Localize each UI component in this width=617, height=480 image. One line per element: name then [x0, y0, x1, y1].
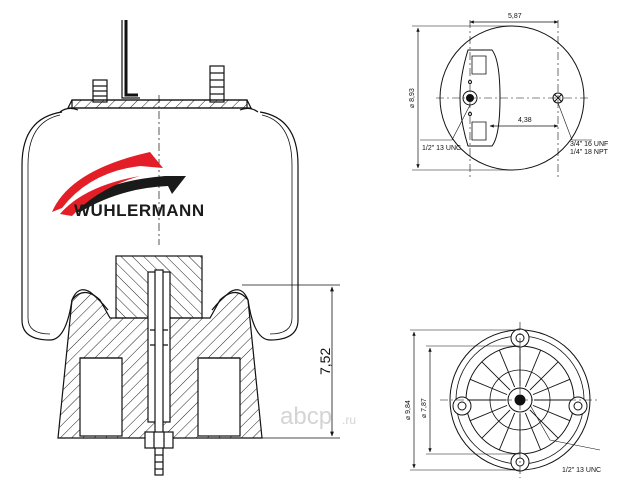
bottom-view: [410, 322, 601, 478]
top-right-callout-2: 1/4" 18 NPT: [570, 149, 609, 156]
center-bolt: [144, 269, 174, 476]
brand-name: WUHLERMANN: [74, 201, 205, 220]
bottom-rib: [498, 349, 516, 388]
side-view: [21, 20, 340, 476]
brand-swoosh-black: [68, 176, 186, 212]
bottom-rib: [481, 409, 511, 439]
bottom-rib: [469, 404, 508, 422]
bottom-rib: [532, 378, 571, 396]
bottom-ribs: [466, 346, 574, 454]
top-stud-right: [209, 65, 225, 103]
top-right-callout-1: 3/4" 16 UNF: [570, 141, 608, 148]
bottom-callout: 1/2" 13 UNC: [562, 467, 601, 474]
top-width-dimension: 5,87: [508, 13, 522, 20]
bellows-outline: [21, 111, 299, 341]
bottom-rib: [498, 412, 516, 451]
top-view: [412, 20, 592, 178]
top-diameter-dimension: ⌀ 8,93: [409, 88, 416, 108]
brand-swoosh-red: [52, 152, 163, 212]
bottom-rib: [481, 361, 511, 391]
bottom-outer-diameter: ⌀ 9,84: [405, 400, 412, 420]
bottom-inner-diameter: ⌀ 7,87: [421, 398, 428, 418]
mounting-bracket: [121, 20, 140, 99]
top-left-callout: 1/2" 13 UNC: [422, 145, 461, 152]
bottom-rib: [524, 412, 542, 451]
height-dimension-label: 7,52: [317, 348, 333, 375]
watermark: abcp .ru: [280, 403, 356, 430]
bottom-rib: [532, 404, 571, 422]
bottom-rib: [524, 349, 542, 388]
bottom-rib: [469, 378, 508, 396]
brand-logo: WUHLERMANN: [52, 152, 205, 220]
bottom-rib: [529, 361, 559, 391]
watermark-main: abcp: [280, 403, 332, 430]
bottom-rib: [529, 409, 559, 439]
top-offset-dimension: 4,38: [518, 117, 532, 124]
watermark-suffix: .ru: [342, 413, 356, 427]
top-plate: [59, 99, 259, 113]
height-dimension: [242, 284, 340, 439]
